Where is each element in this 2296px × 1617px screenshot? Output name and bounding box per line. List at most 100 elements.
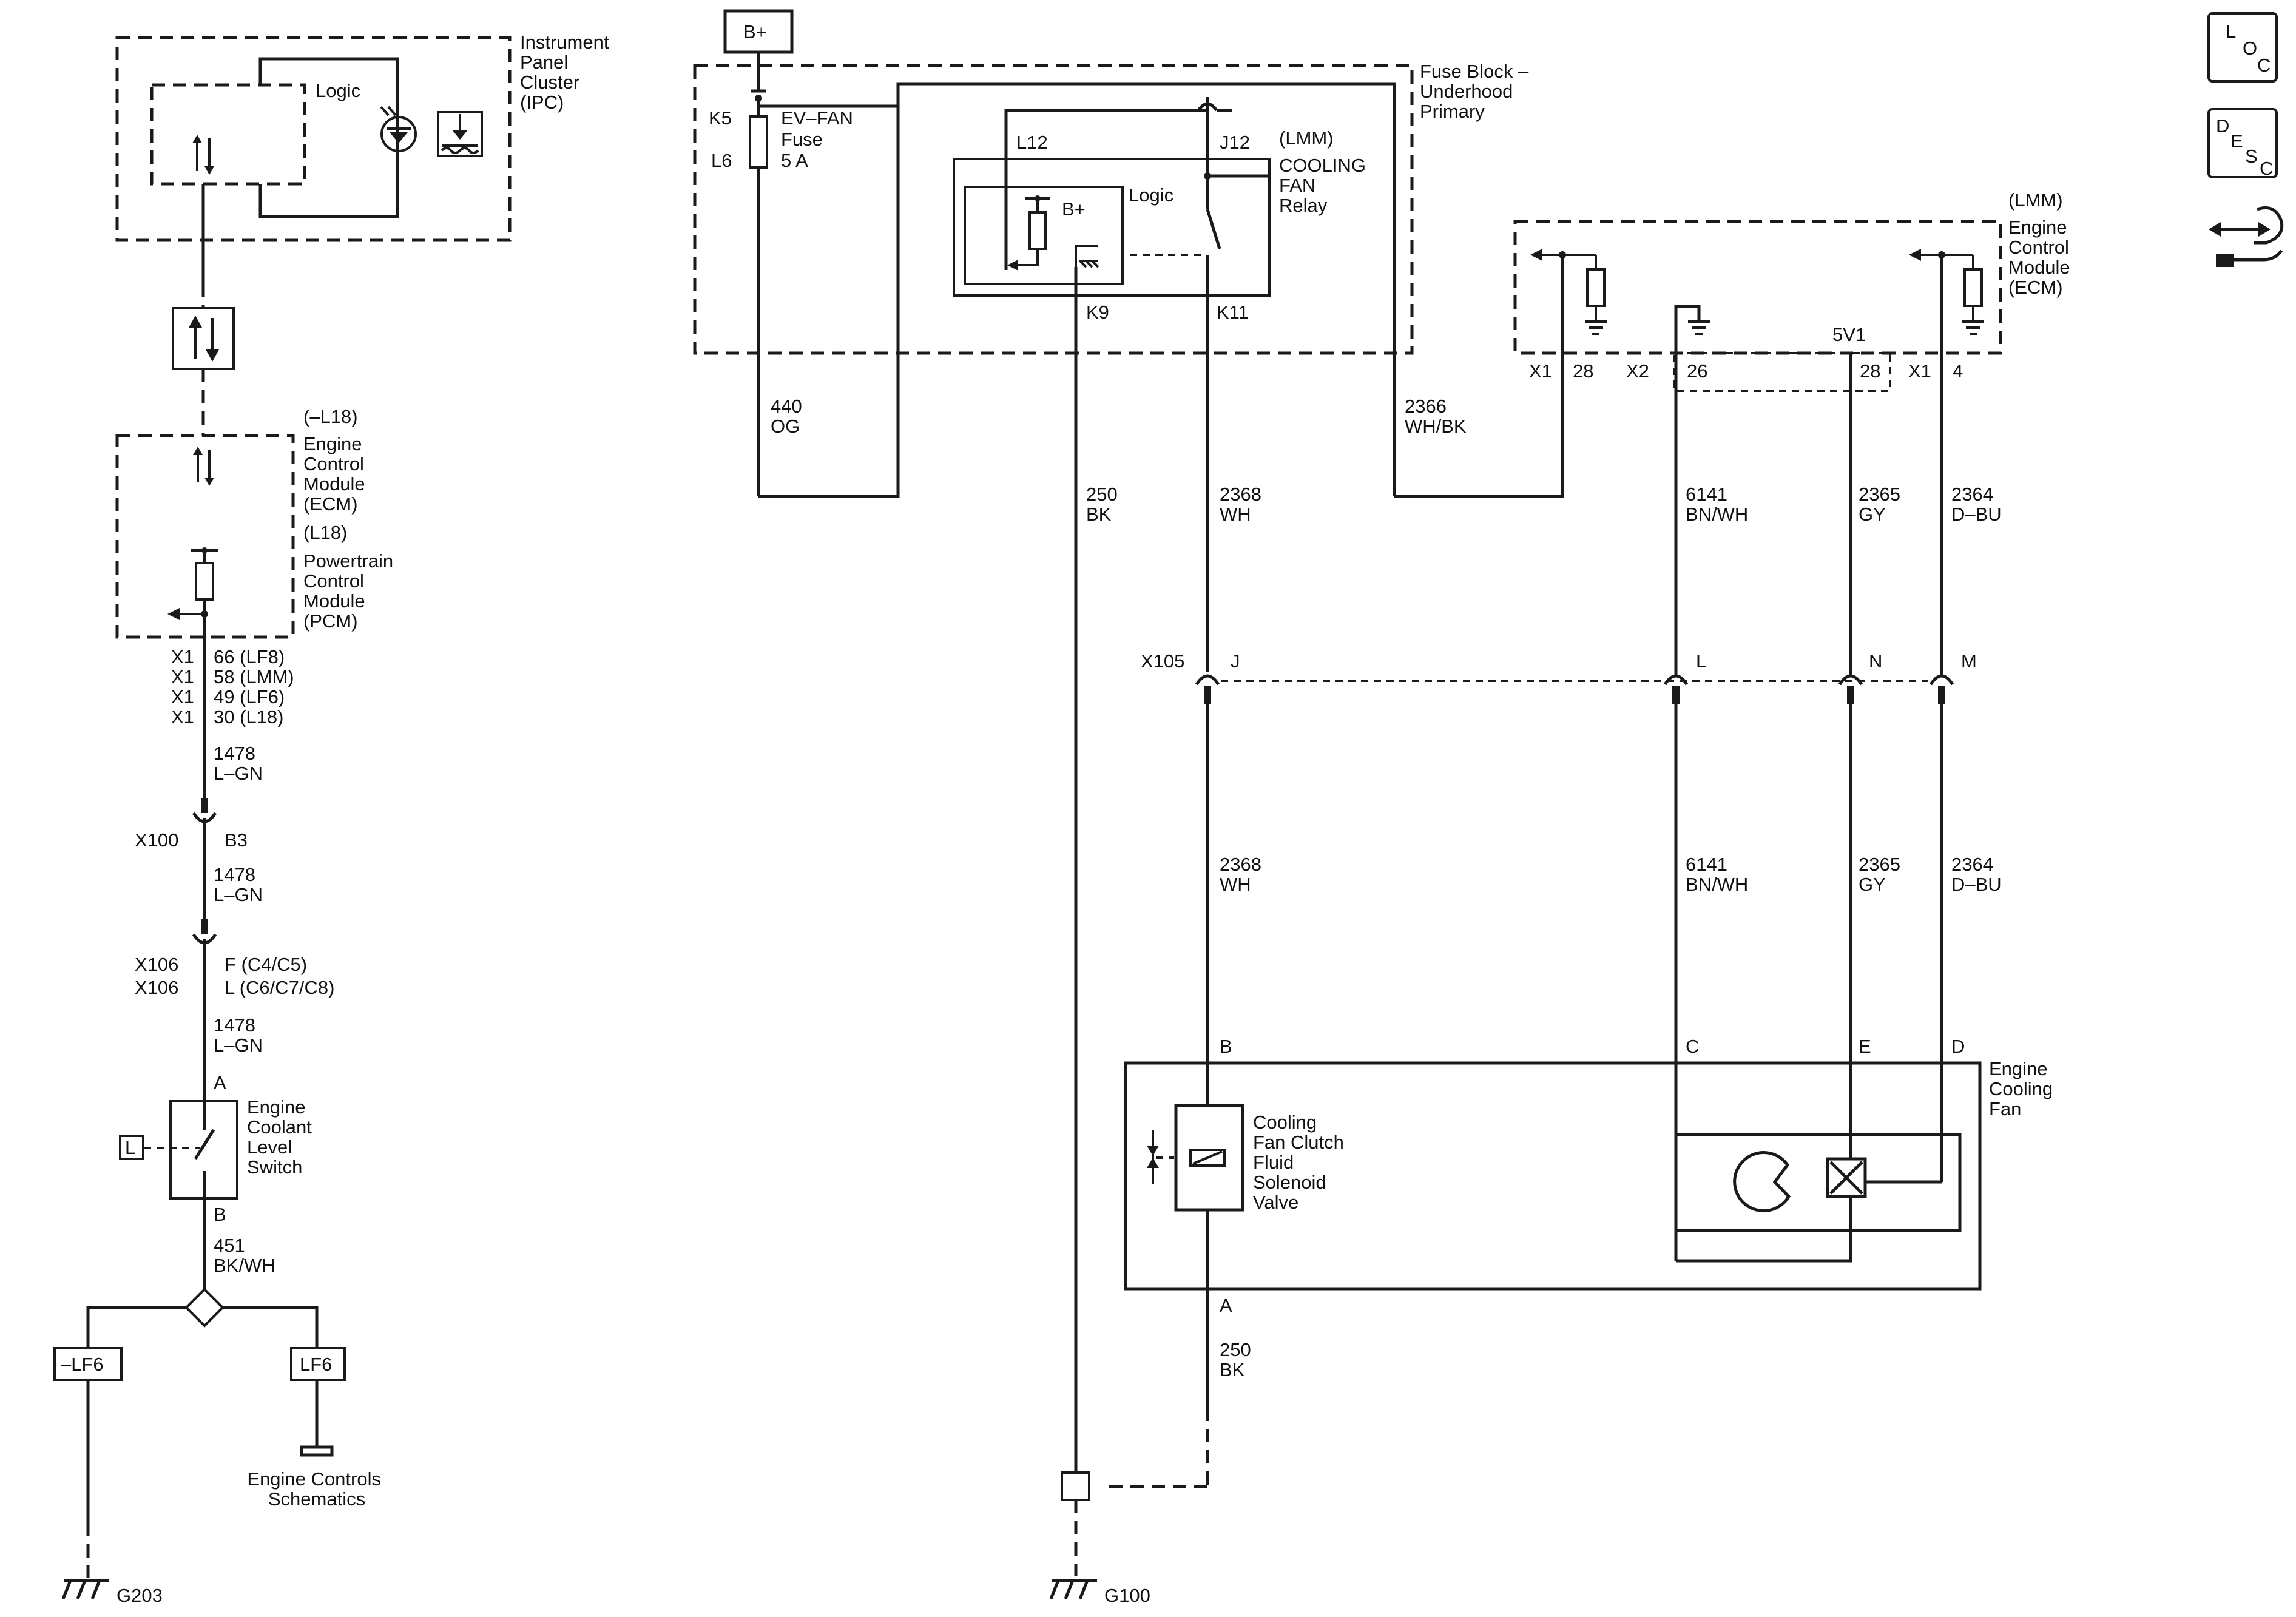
- wire-2368-bot-label: 2368 WH: [1220, 854, 1267, 895]
- svg-text:J: J: [1231, 650, 1240, 672]
- svg-text:X1: X1: [1529, 360, 1552, 382]
- svg-text:C: C: [1686, 1036, 1699, 1057]
- svg-text:X1: X1: [171, 686, 194, 707]
- svg-text:G203: G203: [116, 1585, 163, 1606]
- svg-text:M: M: [1961, 650, 1977, 672]
- svg-text:X1: X1: [1908, 360, 1931, 382]
- option-splice: –LF6 LF6: [53, 1288, 346, 1381]
- ground-junction-icon: [1061, 1471, 1090, 1501]
- wire-2365-top-label: 2365 GY: [1859, 484, 1906, 525]
- solenoid-label: Cooling Fan Clutch Fluid Solenoid Valve: [1253, 1112, 1349, 1213]
- wire-6141-top-label: 6141 BN/WH: [1686, 484, 1748, 525]
- svg-text:66 (LF8): 66 (LF8): [214, 646, 285, 667]
- wire-451-label: 451 BK/WH: [214, 1235, 275, 1276]
- description-operation-button[interactable]: D E S C: [2207, 108, 2278, 179]
- ev-fan-fuse-label: EV–FAN Fuse 5 A: [781, 107, 859, 171]
- option-minus-lf6: –LF6: [61, 1354, 104, 1375]
- ecm-left-title: Engine Control Module (ECM): [303, 433, 370, 515]
- ipc-logic-label: Logic: [316, 80, 360, 101]
- relay-logic-label: Logic: [1129, 184, 1173, 206]
- wire-2366: [1394, 255, 1564, 498]
- svg-text:49 (LF6): 49 (LF6): [214, 686, 285, 707]
- connector-x105: X105 J L N M: [1141, 328, 1977, 704]
- ground-g203-icon: G203: [61, 1579, 163, 1606]
- svg-text:D: D: [2216, 115, 2229, 137]
- svg-text:26: 26: [1687, 360, 1707, 382]
- wire-250-bot-label: 250 BK: [1220, 1339, 1256, 1380]
- cooling-fan-relay: B+ Logic L12 J12 K9 K11 (LMM) COOLING FA…: [953, 97, 1371, 616]
- svg-text:G100: G100: [1104, 1585, 1150, 1606]
- svg-text:E: E: [2230, 130, 2243, 152]
- switch-title: Engine Coolant Level Switch: [247, 1096, 317, 1178]
- svg-text:K11: K11: [1217, 302, 1249, 323]
- svg-text:K5: K5: [709, 107, 732, 129]
- fuse-block-underhood: B+ K5 L6 EV–FAN Fuse 5 A Fuse Block – Un…: [693, 9, 1534, 498]
- svg-text:N: N: [1869, 650, 1882, 672]
- svg-text:K9: K9: [1086, 302, 1109, 323]
- svg-text:30 (L18): 30 (L18): [214, 706, 283, 727]
- ecm-left-option-2: (L18): [303, 522, 347, 543]
- ecm-right-module: (LMM) Engine Control Module (ECM) X1 28 …: [1513, 189, 2075, 675]
- option-lf6: LF6: [300, 1354, 332, 1375]
- fuse-block-title: Fuse Block – Underhood Primary: [1420, 61, 1534, 122]
- connector-x100: X100 B3: [135, 798, 248, 851]
- svg-text:S: S: [2245, 146, 2258, 167]
- svg-text:O: O: [2243, 38, 2257, 59]
- svg-text:C: C: [2260, 158, 2273, 179]
- fan-motor-icon: [1733, 1151, 1791, 1213]
- pcm-title: Powertrain Control Module (PCM): [303, 550, 399, 632]
- engine-cooling-fan: Engine Cooling Fan B C E D A Cooling Fan…: [1124, 1036, 2058, 1316]
- svg-text:B: B: [1220, 1036, 1232, 1057]
- svg-text:E: E: [1859, 1036, 1871, 1057]
- ecm-left-option-1: (–L18): [303, 406, 358, 427]
- engine-coolant-level-switch: L A B Engine Coolant Level Switch: [119, 1072, 317, 1225]
- svg-text:X1: X1: [171, 666, 194, 687]
- ecm-right-title: Engine Control Module (ECM): [2008, 217, 2075, 298]
- warning-lamp-icon: [380, 106, 417, 152]
- relay-bplus-label: B+: [1062, 198, 1086, 220]
- svg-text:X1: X1: [171, 706, 194, 727]
- serial-data-arrows-icon: [192, 135, 214, 175]
- svg-text:F (C4/C5): F (C4/C5): [225, 954, 307, 975]
- svg-text:J12: J12: [1220, 132, 1250, 153]
- svg-text:L: L: [2226, 21, 2236, 42]
- svg-text:58 (LMM): 58 (LMM): [214, 666, 294, 687]
- wire-6141-bot-label: 6141 BN/WH: [1686, 854, 1748, 895]
- repair-tools-icon[interactable]: [2209, 206, 2284, 268]
- svg-text:(LMM): (LMM): [1279, 127, 1334, 149]
- svg-text:X2: X2: [1626, 360, 1649, 382]
- wire-2364-top-label: 2364 D–BU: [1951, 484, 2002, 525]
- svg-text:A: A: [214, 1072, 226, 1093]
- fan-title: Engine Cooling Fan: [1989, 1058, 2058, 1119]
- svg-text:L (C6/C7/C8): L (C6/C7/C8): [225, 977, 334, 998]
- ipc-module: Logic Instrument Panel Cluster (IPC): [115, 32, 609, 283]
- relay-title: COOLING FAN Relay: [1279, 155, 1371, 216]
- svg-text:B3: B3: [225, 829, 248, 851]
- svg-text:D: D: [1951, 1036, 1965, 1057]
- wire-2368-top-label: 2368 WH: [1220, 484, 1267, 525]
- engine-controls-schematics-link[interactable]: Engine Controls Schematics: [247, 1468, 386, 1510]
- svg-text:X105: X105: [1141, 650, 1184, 672]
- wire-1478-label-b: 1478 L–GN: [214, 864, 263, 905]
- svg-text:L: L: [1696, 650, 1706, 672]
- wire-440-label: 440 OG: [771, 396, 807, 437]
- svg-text:X100: X100: [135, 829, 178, 851]
- wire-1478-label-c: 1478 L–GN: [214, 1014, 263, 1056]
- wire-1478-label-a: 1478 L–GN: [214, 743, 263, 784]
- component-locator-button[interactable]: L O C: [2207, 12, 2278, 83]
- ground-g100-icon: G100: [1049, 1579, 1150, 1606]
- svg-text:L6: L6: [711, 150, 732, 171]
- fan-motor-control-icon: [1826, 1157, 1867, 1198]
- switch-tag-icon: L: [125, 1137, 135, 1158]
- wire-2364-bot-label: 2364 D–BU: [1951, 854, 2002, 895]
- pullup-resistor-icon: [167, 547, 218, 620]
- serial-data-icon: [172, 307, 235, 370]
- ecm-pcm-module: (–L18) Engine Control Module (ECM) (L18)…: [115, 406, 399, 639]
- connector-x106: X106 X106 F (C4/C5) L (C6/C7/C8): [135, 919, 334, 998]
- solenoid-valve-icon: [1174, 1104, 1244, 1212]
- svg-text:A: A: [1220, 1295, 1232, 1316]
- coolant-level-icon: [437, 111, 483, 157]
- svg-text:B: B: [214, 1204, 226, 1225]
